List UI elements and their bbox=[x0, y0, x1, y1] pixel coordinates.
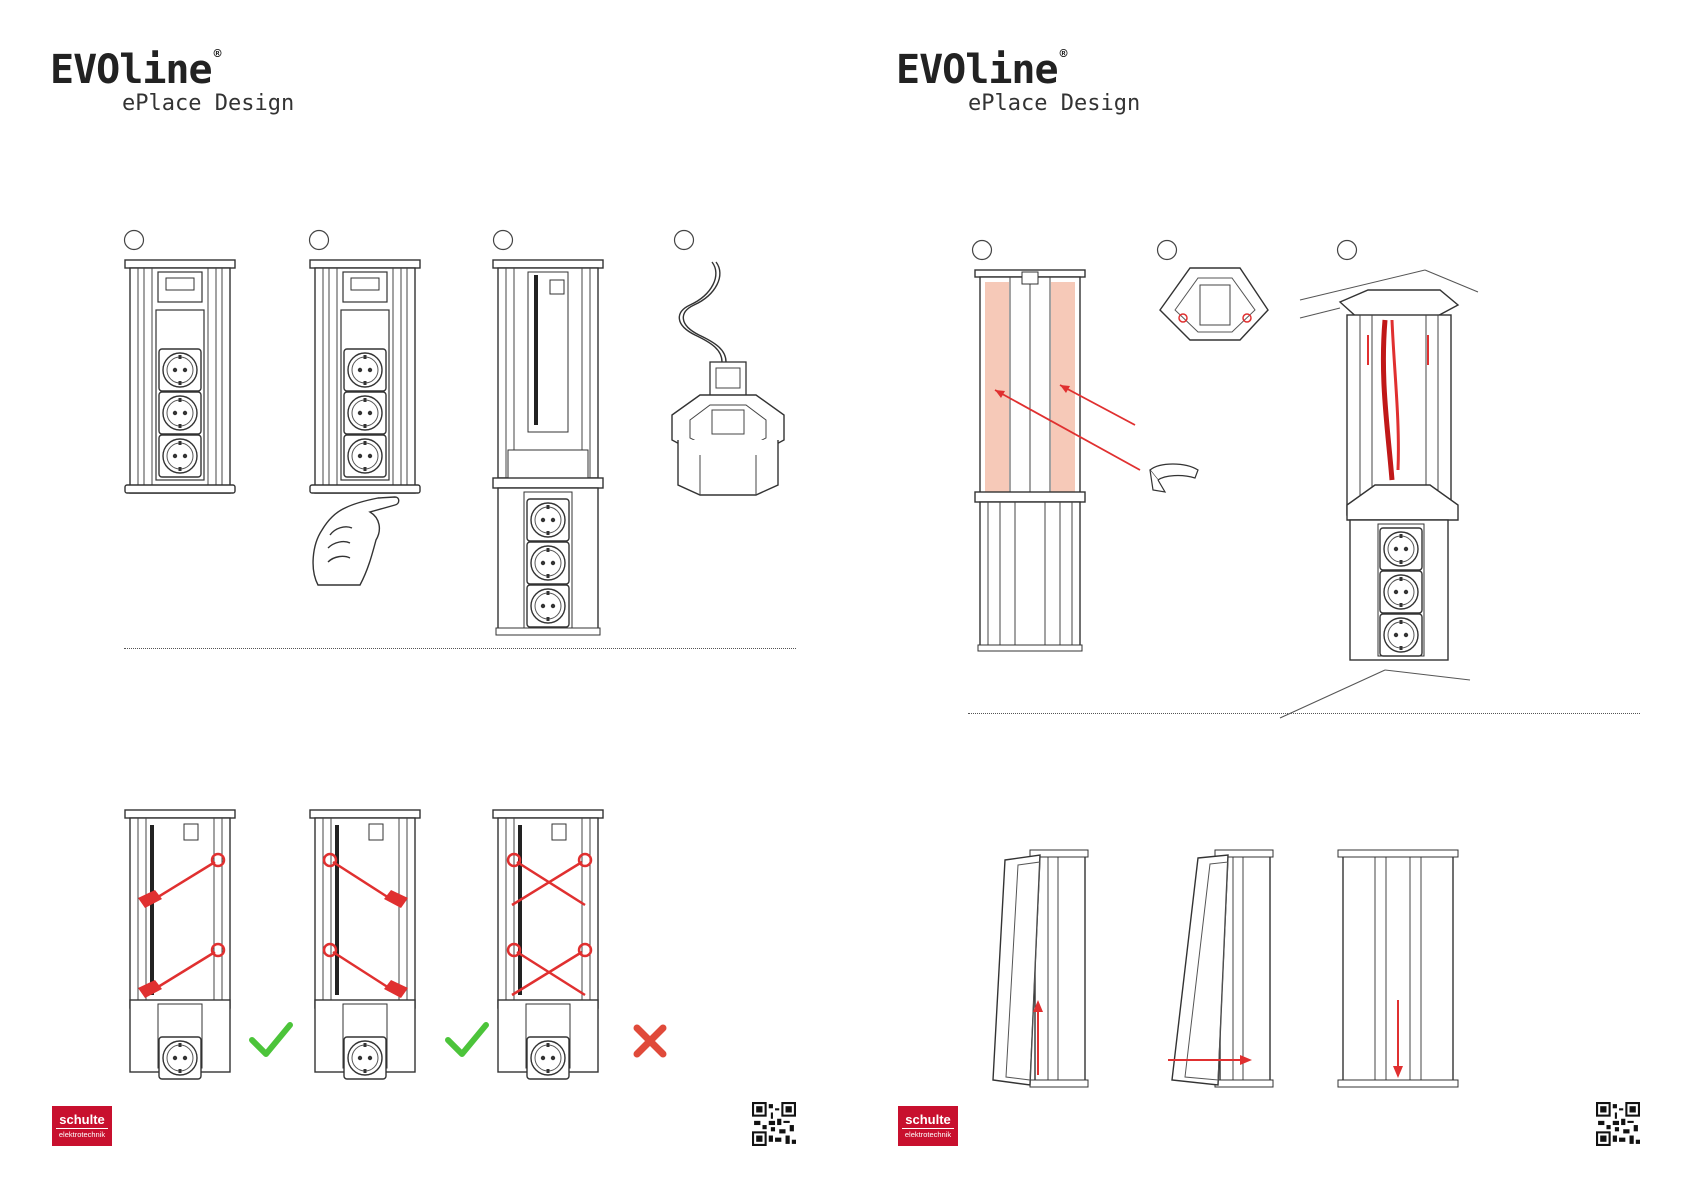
logo-rule bbox=[902, 1128, 954, 1129]
logo-rule bbox=[56, 1128, 108, 1129]
cover-step-2 bbox=[1168, 850, 1273, 1087]
logo-line-2: elektrotechnik bbox=[52, 1130, 112, 1139]
cover-step-1 bbox=[993, 850, 1088, 1087]
step-3-figure bbox=[1280, 241, 1478, 719]
cover-step-3 bbox=[1338, 850, 1458, 1087]
qr-code-icon bbox=[1596, 1102, 1640, 1146]
check-mark-icon bbox=[252, 1025, 290, 1054]
step-2-figure bbox=[310, 231, 421, 586]
step-1-figure bbox=[973, 241, 1199, 652]
mount-option-2 bbox=[310, 810, 420, 1079]
logo-line-2: elektrotechnik bbox=[898, 1130, 958, 1139]
step-4-figure bbox=[672, 231, 784, 496]
logo-line-1: schulte bbox=[52, 1112, 112, 1127]
schulte-logo: schulte elektrotechnik bbox=[52, 1106, 112, 1146]
section-divider bbox=[968, 713, 1640, 714]
section-divider bbox=[124, 648, 796, 649]
mount-option-3 bbox=[493, 810, 603, 1079]
logo-line-1: schulte bbox=[898, 1112, 958, 1127]
step-3-figure bbox=[493, 231, 603, 636]
check-mark-icon bbox=[448, 1025, 486, 1054]
cross-mark-icon bbox=[637, 1028, 663, 1054]
mount-option-1 bbox=[125, 810, 235, 1079]
step-1-figure bbox=[125, 231, 236, 494]
qr-code-icon bbox=[752, 1102, 796, 1146]
schulte-logo: schulte elektrotechnik bbox=[898, 1106, 958, 1146]
hand-press-icon bbox=[313, 497, 399, 585]
step-2-figure bbox=[1158, 241, 1269, 341]
